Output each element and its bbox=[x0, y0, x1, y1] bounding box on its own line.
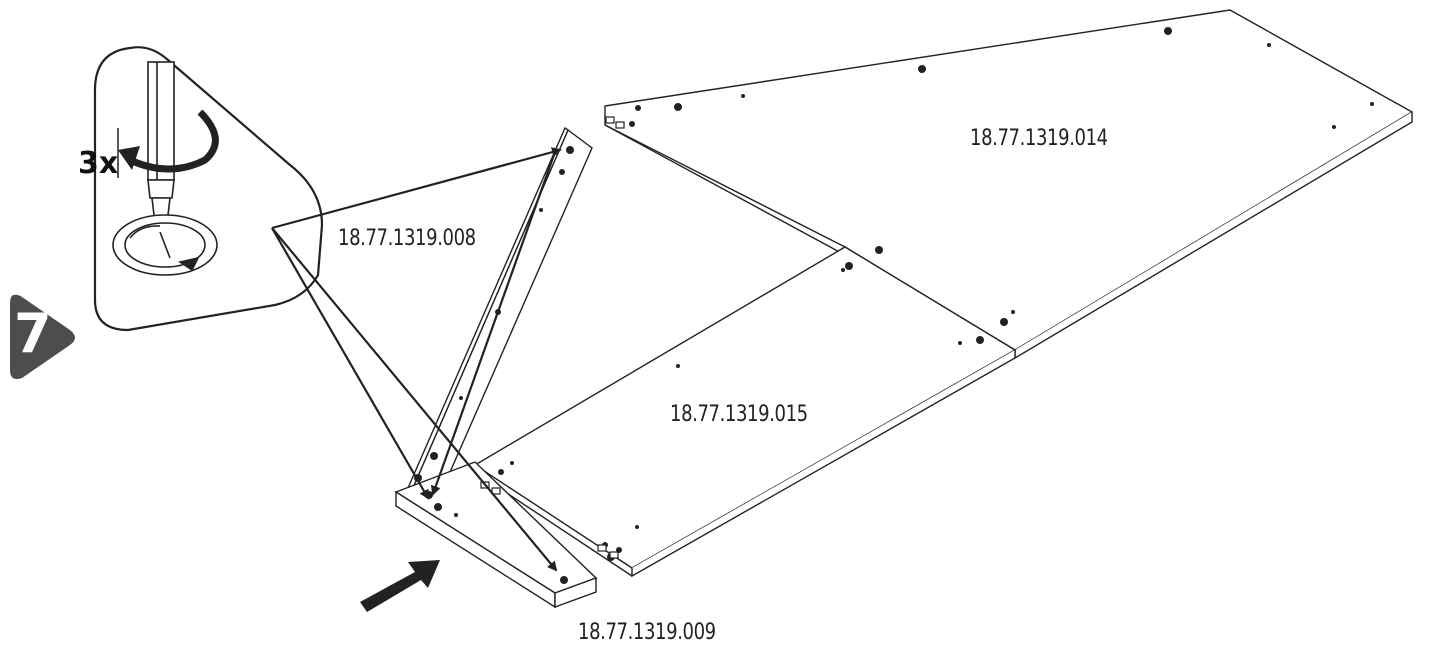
instruction-arrows bbox=[271, 147, 562, 572]
top-panel-holes bbox=[629, 27, 1374, 326]
cam-lock-icon bbox=[112, 214, 218, 276]
part-label-top-panel: 18.77.1319.014 bbox=[970, 126, 1108, 151]
middle-panel bbox=[473, 246, 1017, 578]
callout-bubble bbox=[93, 46, 324, 332]
part-label-middle-panel: 18.77.1319.015 bbox=[670, 402, 808, 427]
step-badge bbox=[10, 294, 75, 379]
part-label-side-rail: 18.77.1319.008 bbox=[338, 226, 476, 251]
top-panel bbox=[604, 9, 1414, 360]
rotate-arrow-icon bbox=[117, 109, 219, 178]
step-number: 7 bbox=[14, 302, 52, 365]
push-arrow-icon bbox=[360, 560, 440, 612]
quantity-label: 3x bbox=[78, 146, 119, 181]
front-rail bbox=[394, 461, 598, 609]
part-label-front-rail: 18.77.1319.009 bbox=[578, 620, 716, 645]
